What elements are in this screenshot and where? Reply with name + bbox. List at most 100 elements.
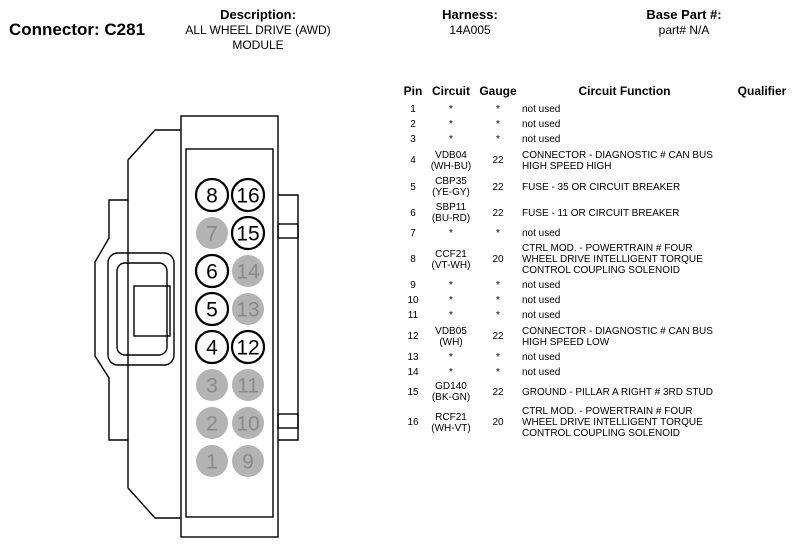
qualifier-cell (727, 404, 797, 441)
gauge-cell: 22 (492, 386, 504, 398)
pin-number-cell: 4 (410, 155, 416, 166)
qualifier-cell (727, 200, 797, 226)
gauge-cell: 22 (492, 155, 504, 166)
connector-pin: 1 (196, 445, 228, 477)
table-row: 10**not used (398, 293, 797, 308)
table-row: 11**not used (398, 308, 797, 323)
circuit-line: (WH-VT) (431, 422, 471, 434)
connector-pin: 7 (196, 217, 228, 249)
table-row: 13**not used (398, 350, 797, 365)
circuit-cell: * (428, 102, 474, 117)
column-header-circuit: Circuit (431, 84, 470, 98)
pin-circle (232, 255, 264, 287)
circuit-function-cell: not used (522, 226, 727, 241)
description-line-2: MODULE (232, 38, 284, 52)
pinout-table: Pin Circuit Gauge Circuit Function Quali… (398, 84, 797, 441)
qualifier-cell (727, 226, 797, 241)
harness-value: 14A005 (449, 23, 491, 37)
circuit-function-line: WHEEL DRIVE INTELLIGENT TORQUE (522, 417, 703, 428)
qualifier-cell (727, 241, 797, 278)
gauge-cell: * (496, 352, 500, 363)
gauge-cell: * (496, 367, 500, 378)
pin-label: 13 (236, 299, 259, 322)
circuit-function-cell: not used (522, 308, 727, 323)
pin-label: 14 (236, 261, 260, 284)
housing-inner (185, 148, 274, 518)
pin-number-cell: 2 (410, 119, 416, 130)
circuit-line: (BK-GN) (431, 392, 471, 403)
housing-outer (180, 115, 279, 538)
pin-label: 5 (206, 299, 218, 322)
circuit-line: * (449, 228, 453, 239)
pin-label: 16 (236, 185, 259, 208)
connector-pin: 12 (230, 329, 266, 365)
gauge-cell: 22 (492, 331, 504, 342)
table-row: 9**not used (398, 278, 797, 293)
housing-left-shell (94, 129, 181, 519)
circuit-line: * (449, 367, 453, 378)
gauge-cell: * (496, 310, 500, 321)
circuit-cell: * (428, 293, 474, 308)
harness-block: Harness: 14A005 (420, 7, 520, 38)
pin-label: 15 (236, 223, 259, 246)
circuit-function-line: not used (522, 104, 561, 115)
pin-circle (232, 407, 264, 439)
table-row: 2**not used (398, 117, 797, 132)
circuit-line: (WH) (439, 336, 463, 348)
pin-label: 3 (206, 375, 218, 398)
pin-circle (230, 329, 266, 365)
qualifier-cell (727, 102, 797, 117)
circuit-function-line: GROUND - PILLAR A RIGHT # 3RD STUD (522, 386, 713, 398)
pin-number-cell: 1 (410, 104, 416, 115)
key-lower (277, 413, 299, 429)
connector-pin: 3 (196, 369, 228, 401)
pin-number-cell: 14 (407, 367, 419, 378)
pin-number-cell: 5 (410, 181, 416, 193)
pin-circle (230, 177, 266, 213)
pin-number-cell: 13 (407, 352, 419, 363)
circuit-line: * (449, 295, 453, 306)
qualifier-cell (727, 308, 797, 323)
circuit-line: RCF21 (435, 411, 467, 423)
circuit-line: CBP35 (435, 176, 467, 187)
pin-circle (232, 369, 264, 401)
qualifier-cell (727, 147, 797, 174)
qualifier-cell (727, 117, 797, 132)
table-row: 14**not used (398, 365, 797, 380)
gauge-cell: 22 (492, 181, 504, 193)
qualifier-cell (727, 365, 797, 380)
circuit-line: (BU-RD) (431, 213, 471, 224)
circuit-cell: CBP35(YE-GY) (428, 174, 474, 200)
pin-number-cell: 6 (410, 207, 416, 219)
gauge-cell: * (496, 280, 500, 291)
base-part-value: part# N/A (658, 23, 710, 37)
circuit-function-line: not used (522, 119, 561, 130)
circuit-line: VDB04 (435, 149, 467, 161)
column-header-qualifier: Qualifier (737, 84, 787, 98)
harness-label: Harness: (442, 7, 498, 22)
latch-outer (107, 252, 175, 366)
pin-label: 10 (236, 413, 259, 436)
circuit-line: SBP11 (435, 202, 467, 213)
gauge-cell: * (496, 228, 500, 239)
pin-circle (196, 407, 228, 439)
pin-number-cell: 7 (410, 228, 416, 239)
circuit-cell: * (428, 350, 474, 365)
pin-circle (196, 369, 228, 401)
pin-circle (196, 445, 228, 477)
pin-label: 1 (206, 451, 218, 474)
circuit-cell: * (428, 132, 474, 147)
description-line-1: ALL WHEEL DRIVE (AWD) (185, 23, 331, 37)
circuit-function-line: CONNECTOR - DIAGNOSTIC # CAN BUS (522, 325, 713, 337)
latch-tab (133, 285, 171, 337)
circuit-line: * (449, 310, 453, 321)
circuit-cell: CCF21(VT-WH) (428, 241, 474, 278)
circuit-function-line: not used (522, 134, 561, 145)
